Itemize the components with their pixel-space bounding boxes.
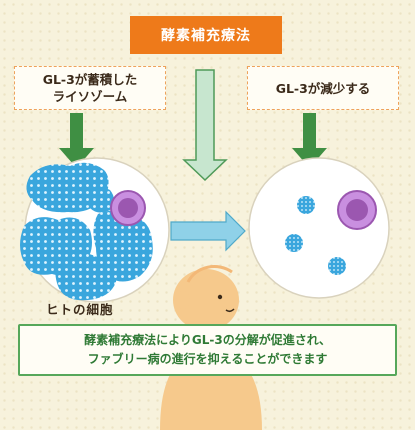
caption-box: 酵素補充療法によりGL-3の分解が促進され、 ファブリー病の進行を抑えることがで… [18, 324, 397, 376]
right-label-text: GL-3が減少する [275, 80, 371, 96]
title-text: 酵素補充療法 [161, 28, 251, 44]
left-label-box: GL-3が蓄積した ライソゾーム [14, 66, 166, 110]
title-box: 酵素補充療法 [130, 16, 282, 54]
right-arrow-icon [170, 210, 246, 252]
right-cell [248, 157, 390, 299]
left-label-line1: GL-3が蓄積した [42, 72, 138, 87]
lysosome-small-icon [285, 196, 346, 275]
center-down-arrow-icon [182, 69, 228, 182]
left-label-line2: ライソゾーム [52, 89, 128, 104]
nucleus-icon [110, 190, 146, 226]
caption-line2: ファブリー病の進行を抑えることができます [87, 352, 328, 366]
left-down-arrow-icon [59, 113, 94, 168]
right-down-arrow-icon [292, 113, 327, 168]
lysosome-cluster-icon [20, 162, 153, 301]
cell-label: ヒトの細胞 [46, 302, 114, 317]
right-label-box: GL-3が減少する [247, 66, 399, 110]
caption-line1: 酵素補充療法によりGL-3の分解が促進され、 [84, 333, 331, 347]
nucleus-icon [337, 190, 377, 230]
